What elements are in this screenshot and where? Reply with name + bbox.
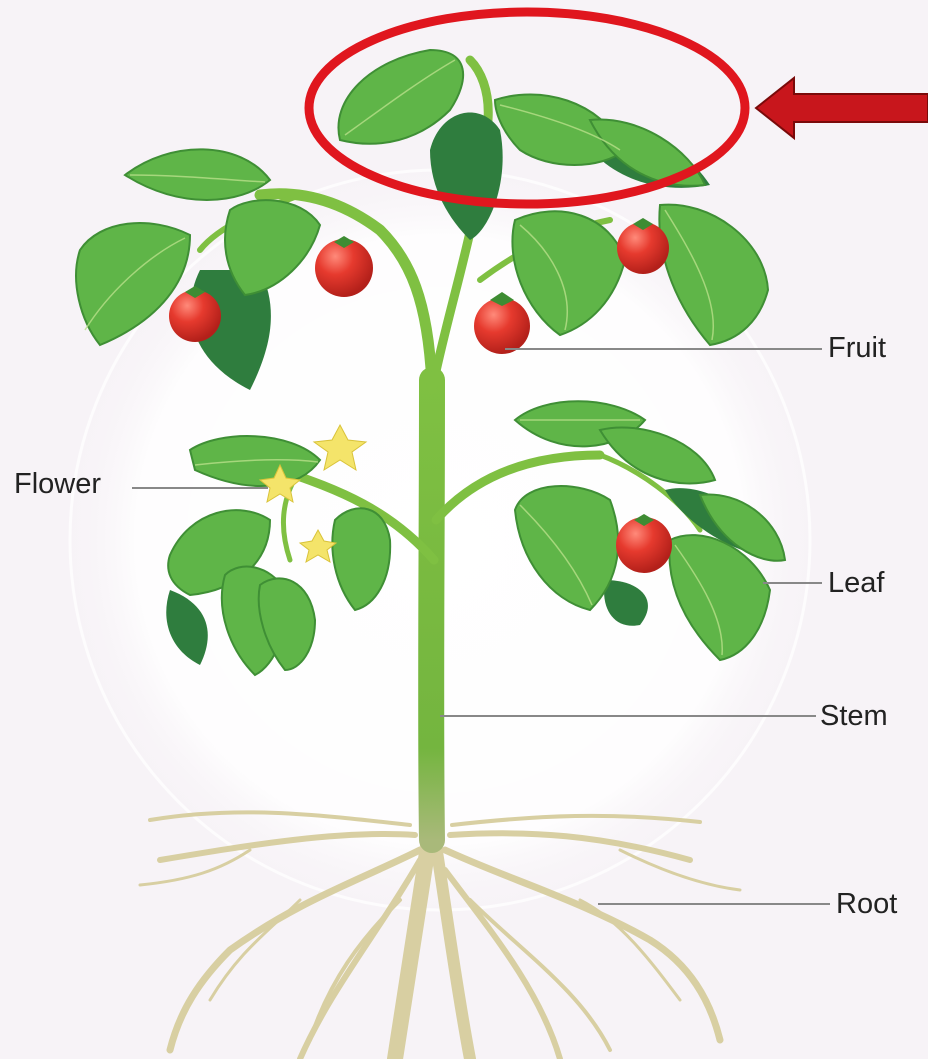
pointer-arrow [756, 78, 928, 138]
label-stem: Stem [820, 702, 888, 731]
label-flower: Flower [14, 470, 101, 499]
label-fruit: Fruit [828, 334, 886, 363]
label-leaf: Leaf [828, 569, 884, 598]
label-root: Root [836, 890, 897, 919]
